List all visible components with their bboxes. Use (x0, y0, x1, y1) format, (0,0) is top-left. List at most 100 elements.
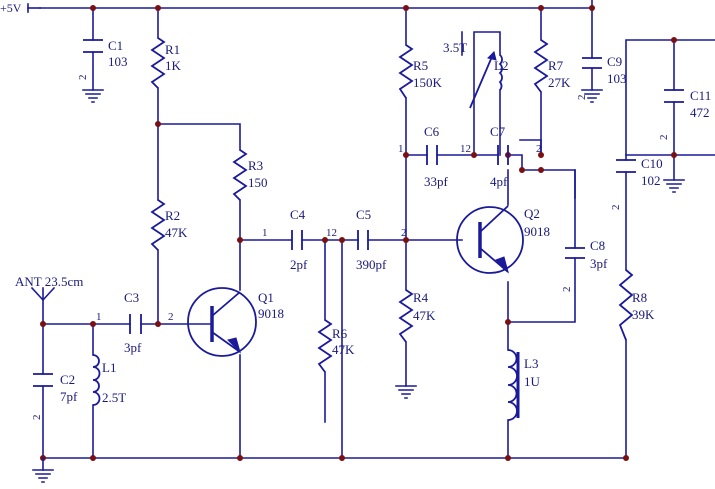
pin-number: 2 (561, 287, 573, 293)
c8-value: 3pf (590, 256, 608, 271)
resistor-r7: R7 27K (533, 39, 571, 93)
junction-dot (671, 152, 677, 158)
c8-ref: C8 (590, 238, 605, 253)
junction-dot (589, 5, 595, 11)
ground-icon (581, 89, 603, 103)
pin-number: 1 (96, 311, 102, 323)
transistor-q2: Q2 9018 (456, 205, 550, 274)
c11-ref: C11 (690, 88, 711, 103)
r6-ref: R6 (332, 326, 348, 341)
antenna-symbol: ANT 23.5cm (15, 274, 83, 302)
c4-ref: C4 (290, 207, 306, 222)
capacitor-c9: C9 103 (582, 54, 627, 86)
junction-dot (538, 5, 544, 11)
pin-number: 2 (576, 95, 588, 101)
c9-value: 103 (607, 71, 627, 86)
inductors: L1 2.5T 3.5T L2 L3 1U (92, 40, 541, 421)
junction-dot (237, 455, 243, 461)
junctions (40, 5, 677, 461)
capacitors: C1 103 C2 7pf C3 3pf C4 2pf C5 390pf (33, 38, 711, 404)
c1-value: 103 (108, 54, 128, 69)
ground-icon (395, 385, 417, 399)
capacitor-c4: C4 2pf (290, 207, 308, 272)
junction-dot (90, 5, 96, 11)
c6-value: 33pf (424, 174, 449, 189)
junction-dot (90, 455, 96, 461)
r6-value: 47K (332, 342, 355, 357)
junction-dot (519, 167, 525, 173)
supply-label: +5V (0, 1, 22, 15)
antenna-label: ANT 23.5cm (15, 274, 83, 289)
c4-value: 2pf (290, 257, 308, 272)
resistors: R1 1K R2 47K R3 150 R4 47K R5 150K (150, 37, 655, 373)
l3-ref: L3 (524, 356, 538, 371)
q1-value: 9018 (258, 306, 284, 321)
resistor-r8: R8 39K (618, 269, 655, 341)
ground-icon (32, 469, 54, 483)
junction-dot (471, 152, 477, 158)
l1-ref: L1 (102, 360, 116, 375)
junction-dot (538, 167, 544, 173)
c9-ref: C9 (607, 54, 622, 69)
c5-ref: C5 (356, 207, 371, 222)
junction-dot (623, 455, 629, 461)
r2-value: 47K (165, 225, 188, 240)
c10-value: 102 (641, 173, 661, 188)
resistor-r4: R4 47K (398, 289, 436, 343)
capacitor-c5: C5 390pf (356, 207, 387, 272)
pin-numbers: 1 2 1 12 2 1 12 2 2 2 2 2 2 2 (31, 75, 670, 421)
capacitor-c7: C7 4pf (490, 124, 509, 189)
r7-value: 27K (548, 75, 571, 90)
junction-dot (403, 237, 409, 243)
capacitor-c1: C1 103 (83, 38, 128, 69)
inductor-l3: L3 1U (507, 349, 541, 421)
r7-ref: R7 (548, 58, 564, 73)
r4-ref: R4 (413, 290, 429, 305)
junction-dot (237, 237, 243, 243)
junction-dot (322, 237, 328, 243)
resistor-r5: R5 150K (398, 44, 443, 99)
l2-value: 3.5T (443, 40, 467, 55)
junction-dot (339, 455, 345, 461)
capacitor-c6: C6 33pf (424, 124, 449, 189)
capacitor-c11: C11 472 (664, 88, 711, 120)
c5-value: 390pf (356, 257, 387, 272)
ground-icon (82, 89, 104, 103)
supply-symbol: +5V (0, 1, 41, 15)
transistors: Q1 9018 Q2 9018 (187, 205, 550, 357)
pin-number: 2 (31, 415, 43, 421)
r2-ref: R2 (165, 208, 180, 223)
q2-ref: Q2 (524, 206, 540, 221)
c2-value: 7pf (60, 389, 78, 404)
r1-ref: R1 (165, 42, 180, 57)
resistor-r3: R3 150 (232, 149, 268, 201)
ground-symbols (32, 89, 685, 483)
transistor-q1: Q1 9018 (187, 287, 284, 357)
pin-number: 2 (536, 143, 542, 155)
c1-ref: C1 (108, 38, 123, 53)
pin-number: 2 (401, 227, 407, 239)
resistor-r2: R2 47K (150, 199, 188, 251)
pin-number: 1 (398, 143, 404, 155)
r5-ref: R5 (413, 58, 428, 73)
junction-dot (155, 5, 161, 11)
inductor-l1: L1 2.5T (92, 354, 126, 406)
junction-dot (90, 321, 96, 327)
r1-value: 1K (165, 58, 182, 73)
junction-dot (40, 321, 46, 327)
l2-ref: L2 (494, 58, 508, 73)
ground-icon (663, 179, 685, 193)
junction-dot (339, 237, 345, 243)
junction-dot (403, 152, 409, 158)
c7-value: 4pf (490, 174, 508, 189)
inductor-l2: 3.5T L2 (443, 40, 508, 109)
junction-dot (403, 5, 409, 11)
q2-value: 9018 (524, 224, 550, 239)
pin-number: 2 (77, 75, 89, 81)
capacitor-c10: C10 102 (616, 156, 663, 188)
junction-dot (155, 321, 161, 327)
pin-number: 12 (326, 227, 337, 239)
junction-dot (505, 319, 511, 325)
resistor-r6: R6 47K (317, 319, 355, 373)
